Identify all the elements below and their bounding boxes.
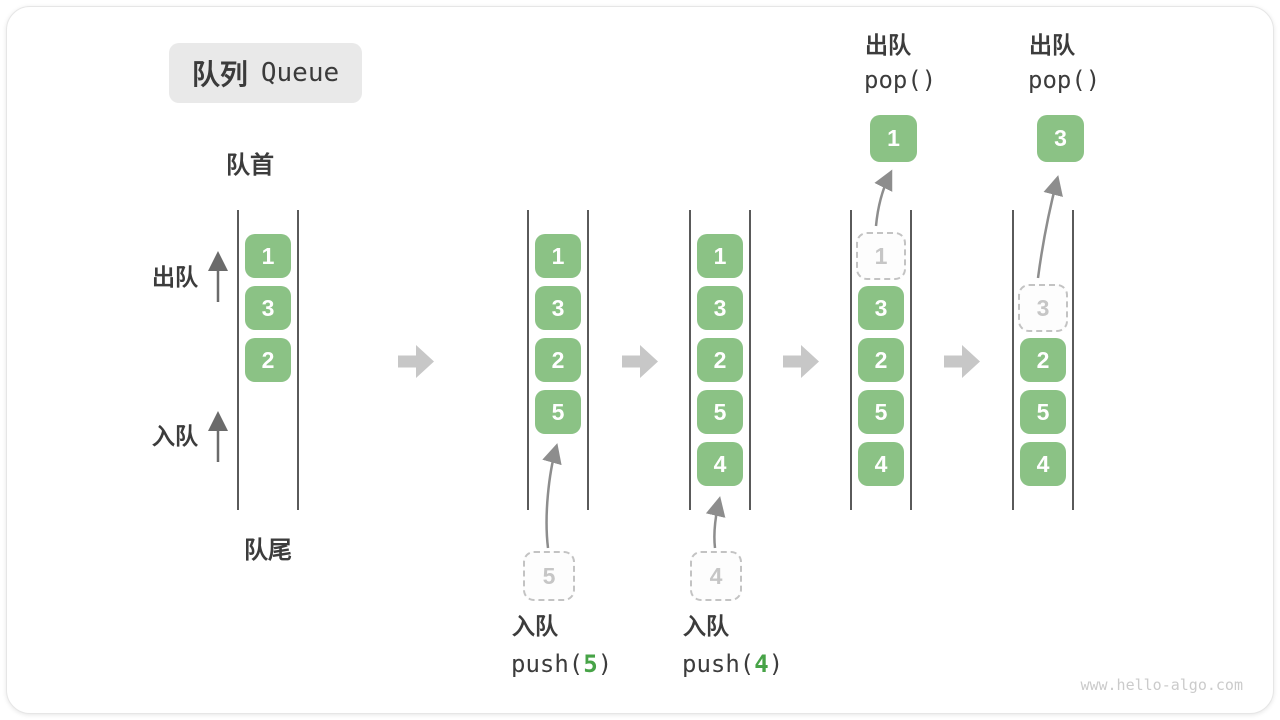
push-op-code: push(5) xyxy=(511,650,612,678)
queue-front-label: 队首 xyxy=(226,152,274,179)
queue-rail xyxy=(587,210,589,510)
queue-element: 3 xyxy=(535,286,581,330)
queue-rail xyxy=(297,210,299,510)
diagram-card xyxy=(6,6,1274,714)
queue-element: 1 xyxy=(535,234,581,278)
queue-rail xyxy=(910,210,912,510)
staged-push-value: 4 xyxy=(690,551,742,601)
pop-op-code: pop() xyxy=(1028,66,1101,94)
push-op-label: 入队 xyxy=(683,613,729,639)
push-fn: push( xyxy=(511,650,584,678)
queue-element: 3 xyxy=(697,286,743,330)
queue-element: 4 xyxy=(858,442,904,486)
queue-rail xyxy=(1072,210,1074,510)
queue-rail xyxy=(689,210,691,510)
pop-op-label: 出队 xyxy=(1029,32,1075,58)
queue-element: 1 xyxy=(245,234,291,278)
pop-op-label: 出队 xyxy=(865,32,911,58)
pop-op-code: pop() xyxy=(864,66,937,94)
queue-rail xyxy=(749,210,751,510)
dequeue-side-label: 出队 xyxy=(152,264,198,290)
queue-element: 5 xyxy=(1020,390,1066,434)
queue-rail xyxy=(850,210,852,510)
popped-ghost-slot: 1 xyxy=(856,232,906,280)
queue-element: 5 xyxy=(535,390,581,434)
popped-element: 3 xyxy=(1037,115,1084,162)
queue-element: 5 xyxy=(697,390,743,434)
queue-rail xyxy=(527,210,529,510)
queue-element: 2 xyxy=(858,338,904,382)
queue-rail xyxy=(1012,210,1014,510)
queue-element: 2 xyxy=(1020,338,1066,382)
queue-element: 2 xyxy=(535,338,581,382)
title-box: 队列 Queue xyxy=(169,43,362,103)
push-arg: 5 xyxy=(583,650,598,678)
queue-element: 3 xyxy=(858,286,904,330)
push-op-code: push(4) xyxy=(682,650,783,678)
queue-element: 5 xyxy=(858,390,904,434)
enqueue-side-label: 入队 xyxy=(152,423,198,449)
queue-element: 3 xyxy=(245,286,291,330)
queue-element: 4 xyxy=(697,442,743,486)
popped-ghost-slot: 3 xyxy=(1018,284,1068,332)
title-zh: 队列 xyxy=(191,59,248,90)
push-close: ) xyxy=(768,650,784,678)
queue-element: 1 xyxy=(697,234,743,278)
push-fn: push( xyxy=(682,650,755,678)
queue-rear-label: 队尾 xyxy=(244,537,292,564)
staged-push-value: 5 xyxy=(523,551,575,601)
push-op-label: 入队 xyxy=(512,613,558,639)
queue-element: 2 xyxy=(245,338,291,382)
queue-element: 2 xyxy=(697,338,743,382)
push-close: ) xyxy=(597,650,613,678)
queue-element: 4 xyxy=(1020,442,1066,486)
popped-element: 1 xyxy=(870,115,917,162)
queue-rail xyxy=(237,210,239,510)
push-arg: 4 xyxy=(754,650,769,678)
watermark: www.hello-algo.com xyxy=(1080,676,1243,694)
title-en: Queue xyxy=(260,58,340,88)
